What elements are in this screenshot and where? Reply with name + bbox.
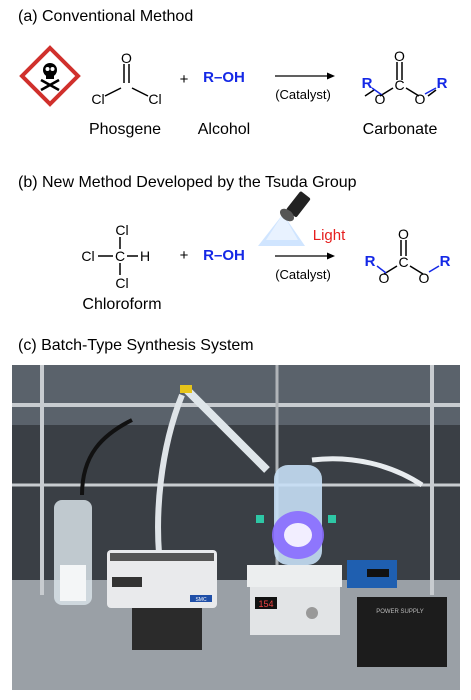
carbonate-b-O-right: O — [419, 270, 430, 286]
heading-b: (b) New Method Developed by the Tsuda Gr… — [18, 174, 357, 191]
carbonate-b-R-left: R — [365, 253, 376, 270]
carbonate-R-left: R — [362, 75, 373, 92]
flashlight-icon — [258, 191, 311, 246]
label-carbonate: Carbonate — [362, 121, 438, 138]
heading-a: (a) Conventional Method — [18, 8, 194, 25]
phosgene-Cl-right: Cl — [148, 91, 161, 107]
skull-hazard-icon — [19, 45, 81, 107]
chloroform-Cl-top: Cl — [115, 222, 128, 238]
carbonate-b-O-left: O — [379, 270, 390, 286]
chloroform-C: C — [115, 248, 125, 264]
phosgene-O: O — [121, 50, 132, 66]
carbonate-O-right: O — [415, 91, 426, 107]
alcohol-a: R–OH — [203, 69, 245, 86]
phosgene-bonds — [104, 64, 149, 97]
carbonate-bonds-a — [364, 62, 437, 97]
light-label: Light — [313, 227, 346, 244]
chloroform-Cl-bottom: Cl — [115, 275, 128, 291]
pump-brand: SMC — [195, 597, 207, 603]
carbonate-b-C: C — [398, 254, 408, 270]
power-supply-label: POWER SUPPLY — [376, 609, 424, 615]
plus-a: + — [180, 71, 189, 88]
label-chloroform: Chloroform — [82, 296, 162, 313]
chloroform-bonds — [98, 237, 138, 275]
carbonate-b-R-right: R — [440, 253, 451, 270]
heading-c: (c) Batch-Type Synthesis System — [18, 337, 254, 354]
alcohol-b: R–OH — [203, 247, 245, 264]
carbonate-C: C — [394, 77, 404, 93]
catalyst-b: (Catalyst) — [275, 267, 331, 282]
stirrer-display: 154 — [258, 599, 273, 609]
catalyst-a: (Catalyst) — [275, 87, 331, 102]
scheme-b: Cl Cl C H Cl + R–OH Light (Catalyst) O C… — [81, 191, 451, 291]
carbonate-O-top: O — [394, 48, 405, 64]
carbonate-R-right: R — [437, 75, 448, 92]
scheme-a: O Cl Cl + R–OH (Catalyst) O C O O R R — [19, 45, 448, 107]
label-phosgene: Phosgene — [88, 121, 162, 138]
plus-b: + — [180, 247, 189, 264]
label-alcohol: Alcohol — [197, 121, 251, 138]
carbonate-O-left: O — [375, 91, 386, 107]
chloroform-H: H — [140, 248, 150, 264]
carbonate-b-O-top: O — [398, 226, 409, 242]
phosgene-Cl-left: Cl — [91, 91, 104, 107]
batch-system-photo: SMC 154 POWER SUPPLY — [12, 365, 460, 690]
chloroform-Cl-left: Cl — [81, 248, 94, 264]
